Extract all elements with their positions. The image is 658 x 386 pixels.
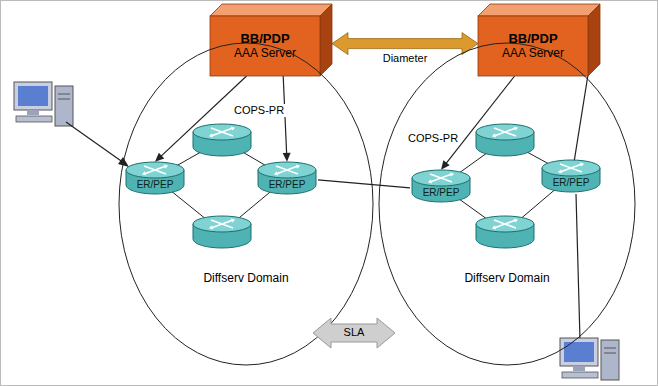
- link-line: [441, 76, 515, 170]
- access-arrow: [66, 122, 129, 167]
- router-label: ER/PEP: [256, 179, 318, 191]
- link-stroke: [318, 180, 410, 188]
- server-label: BB/PDPAAA Server: [210, 16, 320, 76]
- arrow-head: [283, 153, 291, 162]
- sla-arrow-shape: [313, 318, 395, 348]
- arrow-head: [155, 153, 164, 162]
- domain-label: Diffserv Domain: [462, 272, 552, 286]
- server-subtitle: AAA Server: [502, 47, 564, 61]
- router-shape: [256, 160, 318, 196]
- router-shape: [124, 160, 186, 196]
- link-line: [574, 76, 588, 162]
- sla-label: SLA: [313, 326, 395, 339]
- domain-outline-shape: [119, 43, 373, 365]
- domain-label: Diffserv Domain: [201, 272, 291, 286]
- edge-router: ER/PEP: [256, 160, 318, 196]
- server-side: [320, 4, 332, 76]
- router-shape: [540, 158, 602, 194]
- domain-ellipse: Diffserv Domain ER/PEP ER/PEP: [118, 42, 374, 366]
- router-icon: [476, 124, 534, 156]
- sla-arrow: SLA: [313, 318, 395, 348]
- router-label: ER/PEP: [410, 187, 472, 199]
- router-shape: [410, 168, 472, 204]
- link-stroke: [574, 76, 588, 162]
- server-top: [210, 4, 332, 16]
- edge-label: COPS-PR: [232, 104, 286, 117]
- domain-ellipse: Diffserv Domain ER/PEP ER/PEP: [378, 42, 636, 366]
- domain-outline-shape: [379, 43, 635, 365]
- link-line: [318, 180, 410, 188]
- edge-router: ER/PEP: [540, 158, 602, 194]
- link-stroke: [446, 76, 515, 164]
- server-subtitle: AAA Server: [234, 47, 296, 61]
- edge-label: Diameter: [381, 52, 430, 65]
- router-icon: [476, 216, 534, 248]
- router-label: ER/PEP: [124, 179, 186, 191]
- computer-icon: [560, 194, 619, 380]
- link-line: [283, 76, 291, 162]
- computer-icon: [14, 82, 73, 126]
- domain-outline: [118, 42, 374, 366]
- server-title: BB/PDP: [508, 32, 557, 47]
- router-label: ER/PEP: [540, 177, 602, 189]
- server-top: [478, 4, 600, 16]
- server-box: BB/PDPAAA Server: [210, 4, 332, 76]
- link-line: [155, 76, 247, 162]
- domain-outline: [378, 42, 636, 366]
- router-icon: [193, 216, 251, 248]
- server-side: [588, 4, 600, 76]
- server-front: [210, 16, 320, 76]
- arrow-head: [441, 160, 450, 170]
- edge-router: ER/PEP: [410, 168, 472, 204]
- edge-label: COPS-PR: [406, 132, 460, 145]
- router-icon: [193, 124, 251, 156]
- server-box: BB/PDPAAA Server: [478, 4, 600, 76]
- edge-router: ER/PEP: [124, 160, 186, 196]
